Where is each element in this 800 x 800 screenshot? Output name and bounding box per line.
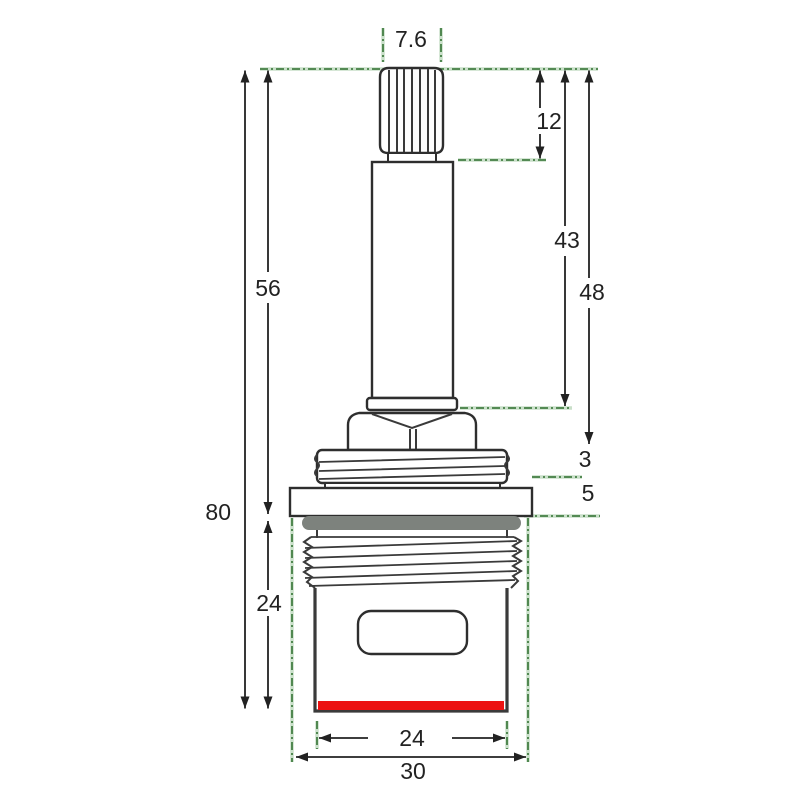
lower-thread-section	[302, 530, 523, 589]
dim-label-overall-width: 30	[400, 758, 426, 784]
body-window	[356, 609, 469, 656]
dim-label-spline-length: 12	[536, 108, 562, 134]
dim-label-shaft-overall: 48	[579, 279, 605, 305]
red-seal	[318, 701, 504, 710]
spline-knob	[378, 66, 445, 163]
hex-nut	[346, 411, 478, 452]
extension-lines	[260, 28, 600, 762]
washer	[302, 516, 521, 530]
dim-label-body-height: 24	[256, 590, 282, 616]
dim-label-overall-height: 80	[205, 499, 231, 525]
stem	[370, 160, 455, 400]
dim-label-head-height: 56	[255, 275, 281, 301]
flange	[288, 486, 534, 518]
dim-label-body-width: 24	[399, 725, 425, 751]
cartridge-part	[288, 66, 534, 713]
upper-thread-collar	[314, 448, 510, 489]
dim-label-collar-height: 3	[579, 446, 592, 472]
dim-label-flange-thickness: 5	[582, 480, 595, 506]
dimension-lines	[240, 70, 594, 762]
dimension-labels: 7.6 12 43 48 56 80 3 5 24 24 30	[205, 26, 604, 784]
dim-label-spline-width: 7.6	[395, 26, 427, 52]
dim-label-shaft-to-hex: 43	[554, 227, 580, 253]
cartridge-body	[313, 588, 509, 713]
stem-flare	[365, 396, 459, 412]
